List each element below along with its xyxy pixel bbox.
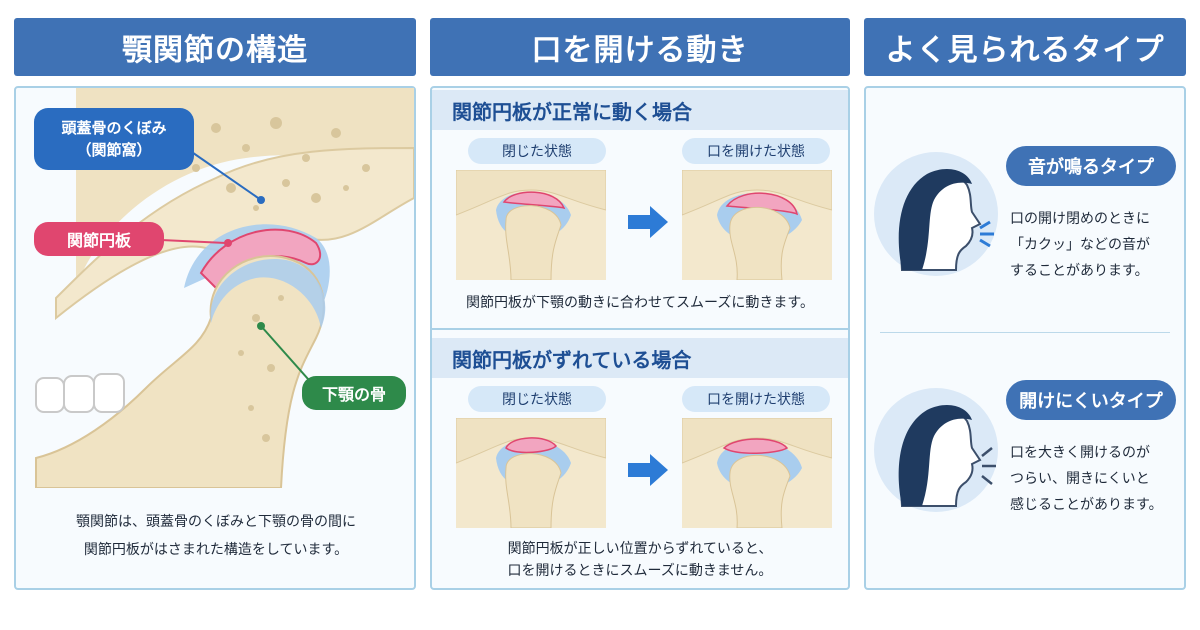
- normal-closed-illustration: [456, 170, 606, 280]
- type-hard-badge: 開けにくいタイプ: [1006, 380, 1176, 420]
- type-sound-line3: することがあります。: [1010, 263, 1149, 279]
- normal-open-illustration: [682, 170, 832, 280]
- type-hard-text: 口を大きく開けるのが つらい、開きにくいと 感じることがあります。: [1010, 440, 1180, 518]
- teeth: [35, 373, 125, 413]
- structure-caption: 顎関節は、頭蓋骨のくぼみと下顎の骨の間に 関節円板がはさまれた構造をしています。: [24, 508, 408, 564]
- displaced-open-pill: 口を開けた状態: [682, 386, 830, 412]
- type-sound-text: 口の開け閉めのときに 「カクッ」などの音が することがあります。: [1010, 206, 1180, 284]
- section-normal-title: 関節円板が正常に動く場合: [432, 90, 848, 130]
- label-fossa-line1: 頭蓋骨のくぼみ: [61, 119, 167, 137]
- displaced-open-illustration: [682, 418, 832, 528]
- type-hard-line2: つらい、開きにくいと: [1010, 471, 1150, 487]
- displaced-caption: 関節円板が正しい位置からずれていると、 口を開けるときにスムーズに動きません。: [436, 538, 844, 582]
- normal-closed-pill: 閉じた状態: [468, 138, 606, 164]
- header-types: よく見られるタイプ: [864, 18, 1186, 76]
- header-movement: 口を開ける動き: [430, 18, 850, 76]
- displaced-arrow-icon: [628, 454, 668, 486]
- section-displaced-title: 関節円板がずれている場合: [432, 338, 848, 378]
- type-hard-line3: 感じることがあります。: [1010, 497, 1163, 513]
- mandible-bone: [35, 255, 325, 488]
- type-sound-badge: 音が鳴るタイプ: [1006, 146, 1176, 186]
- types-divider: [880, 332, 1170, 333]
- displaced-closed-pill: 閉じた状態: [468, 386, 606, 412]
- normal-arrow-icon: [628, 206, 668, 238]
- displaced-closed-illustration: [456, 418, 606, 528]
- face-profile-sound-icon: [874, 152, 998, 276]
- label-articular-disc: 関節円板: [34, 222, 164, 256]
- structure-caption-line1: 顎関節は、頭蓋骨のくぼみと下顎の骨の間に: [76, 514, 356, 530]
- header-structure: 顎関節の構造: [14, 18, 416, 76]
- movement-divider: [430, 328, 850, 330]
- normal-open-pill: 口を開けた状態: [682, 138, 830, 164]
- label-fossa-line2: （関節窩）: [76, 141, 152, 159]
- type-sound-line2: 「カクッ」などの音が: [1010, 237, 1150, 253]
- label-mandible: 下顎の骨: [302, 376, 406, 410]
- type-sound-line1: 口の開け閉めのときに: [1010, 211, 1150, 227]
- structure-caption-line2: 関節円板がはさまれた構造をしています。: [83, 542, 349, 558]
- normal-caption: 関節円板が下顎の動きに合わせてスムーズに動きます。: [466, 295, 814, 311]
- label-glenoid-fossa: 頭蓋骨のくぼみ （関節窩）: [34, 108, 194, 170]
- displaced-caption-line1: 関節円板が正しい位置からずれていると、: [507, 541, 773, 557]
- face-profile-hard-open-icon: [874, 388, 998, 512]
- displaced-caption-line2: 口を開けるときにスムーズに動きません。: [507, 563, 773, 579]
- type-hard-line1: 口を大きく開けるのが: [1010, 445, 1150, 461]
